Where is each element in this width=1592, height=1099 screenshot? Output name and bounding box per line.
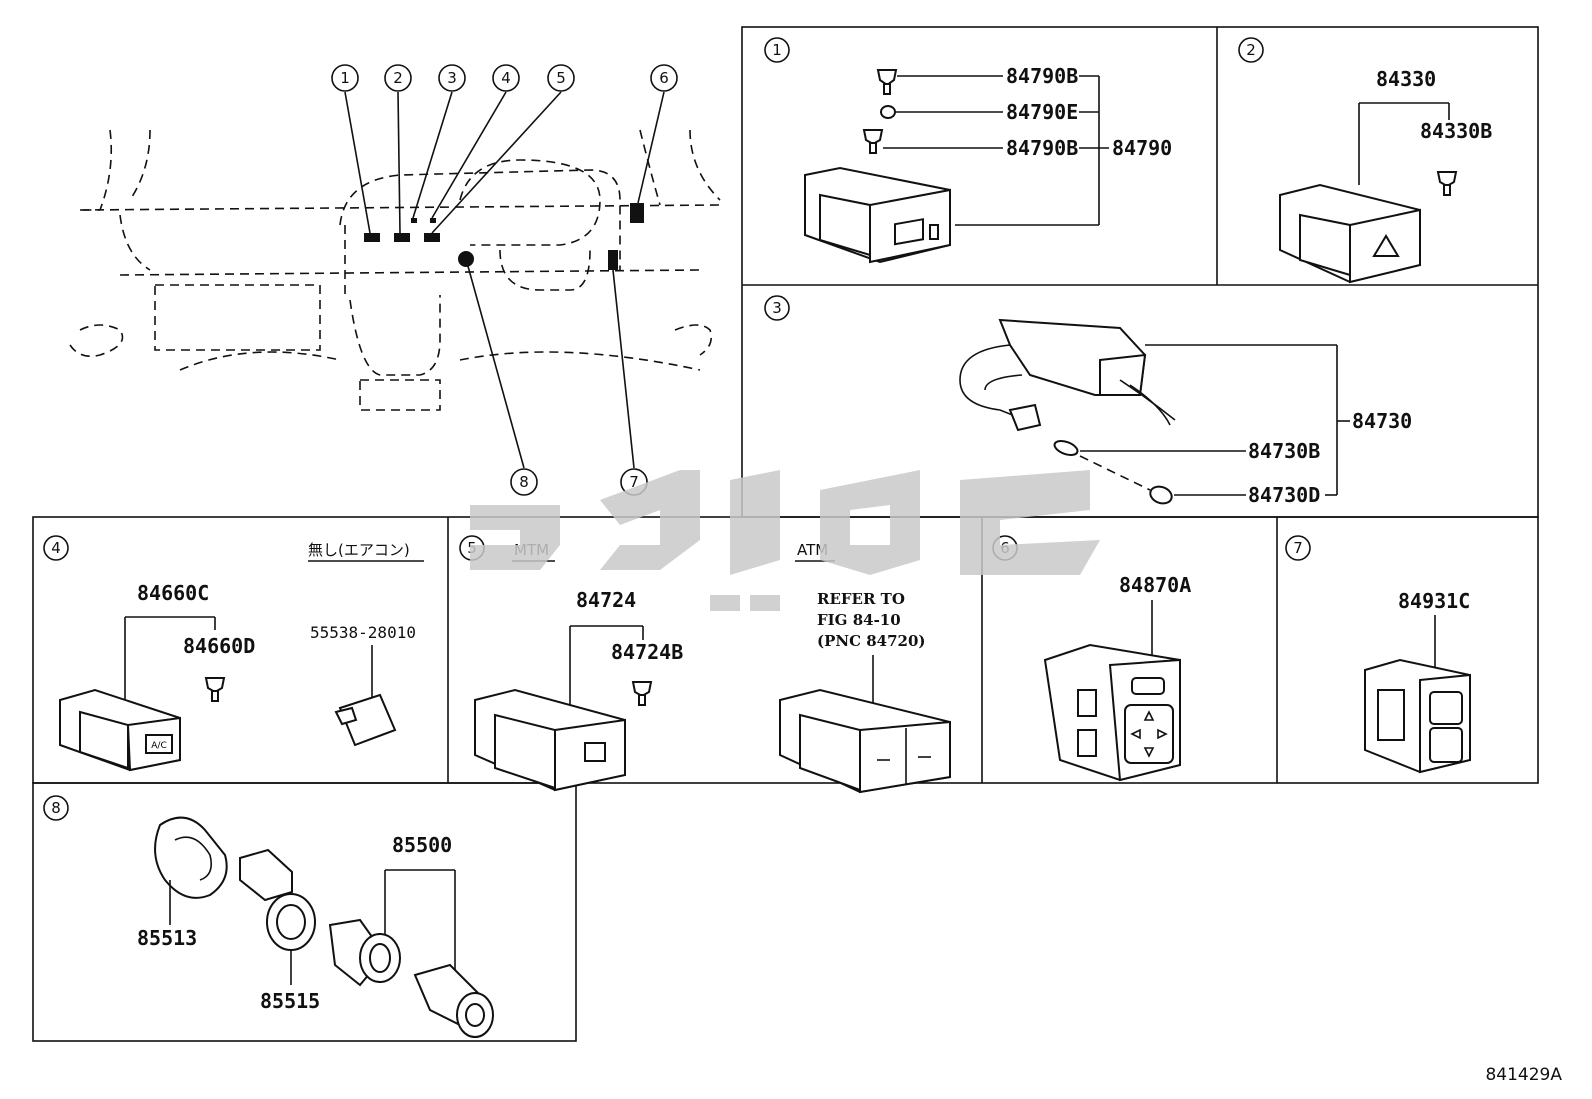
part-84724: 84724 bbox=[576, 588, 636, 612]
ac-button-label: A/C bbox=[151, 741, 166, 751]
svg-text:5: 5 bbox=[556, 69, 566, 87]
panel-3: 3 84730 84730B 84730D bbox=[764, 295, 1412, 507]
svg-text:7: 7 bbox=[629, 473, 639, 491]
svg-text:4: 4 bbox=[501, 69, 511, 87]
panel-4: 4 無し(エアコン) 84660C 84660D A/C 55538-28010 bbox=[43, 535, 424, 772]
part-85513: 85513 bbox=[137, 926, 197, 950]
overview-callout-1: 1 bbox=[331, 64, 359, 92]
panel-8: 8 85500 85513 85515 bbox=[43, 795, 494, 1038]
part-84790B-a: 84790B bbox=[1006, 64, 1078, 88]
panel-1: 1 84790B 84790E 84790B 84790 bbox=[764, 37, 1172, 264]
panel-6: 6 84870A bbox=[992, 535, 1191, 782]
part-84790B-b: 84790B bbox=[1006, 136, 1078, 160]
refer-line-1: REFER TO bbox=[817, 590, 905, 608]
part-84660D: 84660D bbox=[183, 634, 255, 658]
overview-callout-4: 4 bbox=[492, 64, 520, 92]
panel-7: 7 84931C bbox=[1285, 535, 1471, 774]
overview-callout-2: 2 bbox=[384, 64, 412, 92]
panel-4-note: 無し(エアコン) bbox=[308, 541, 410, 559]
svg-text:2: 2 bbox=[393, 69, 403, 87]
watermark-logo bbox=[470, 470, 1100, 611]
svg-text:6: 6 bbox=[659, 69, 669, 87]
part-84660C: 84660C bbox=[137, 581, 209, 605]
figure-code: 841429A bbox=[1485, 1065, 1562, 1085]
dashboard-overview: 1 2 3 4 5 6 7 8 bbox=[69, 64, 721, 496]
part-84931C: 84931C bbox=[1398, 589, 1470, 613]
svg-text:8: 8 bbox=[519, 473, 529, 491]
part-55538-28010: 55538-28010 bbox=[310, 623, 416, 642]
part-84870A: 84870A bbox=[1119, 573, 1191, 597]
panel-5: 5 MTM ATM 84724 84724B REFER TO FIG 84-1… bbox=[459, 535, 951, 794]
part-85515: 85515 bbox=[260, 989, 320, 1013]
svg-text:8: 8 bbox=[51, 799, 61, 817]
panel-1-number: 1 bbox=[772, 41, 782, 59]
svg-text:7: 7 bbox=[1293, 539, 1303, 557]
svg-text:2: 2 bbox=[1246, 41, 1256, 59]
svg-text:4: 4 bbox=[51, 539, 61, 557]
part-84330: 84330 bbox=[1376, 67, 1436, 91]
part-85500: 85500 bbox=[392, 833, 452, 857]
overview-callout-8: 8 bbox=[510, 468, 538, 496]
part-84730B: 84730B bbox=[1248, 439, 1320, 463]
part-84730D: 84730D bbox=[1248, 483, 1320, 507]
refer-line-3: (PNC 84720) bbox=[817, 632, 926, 650]
part-84790E: 84790E bbox=[1006, 100, 1078, 124]
part-84790: 84790 bbox=[1112, 136, 1172, 160]
part-84724B: 84724B bbox=[611, 640, 683, 664]
overview-callout-3: 3 bbox=[438, 64, 466, 92]
part-84730: 84730 bbox=[1352, 409, 1412, 433]
overview-callout-6: 6 bbox=[650, 64, 678, 92]
svg-text:1: 1 bbox=[340, 69, 350, 87]
overview-callout-5: 5 bbox=[547, 64, 575, 92]
part-84330B: 84330B bbox=[1420, 119, 1492, 143]
panel-frames bbox=[32, 26, 1539, 1042]
panel-2: 2 84330 84330B bbox=[1238, 37, 1492, 284]
refer-line-2: FIG 84-10 bbox=[817, 611, 901, 629]
svg-text:3: 3 bbox=[447, 69, 457, 87]
svg-text:3: 3 bbox=[772, 299, 782, 317]
